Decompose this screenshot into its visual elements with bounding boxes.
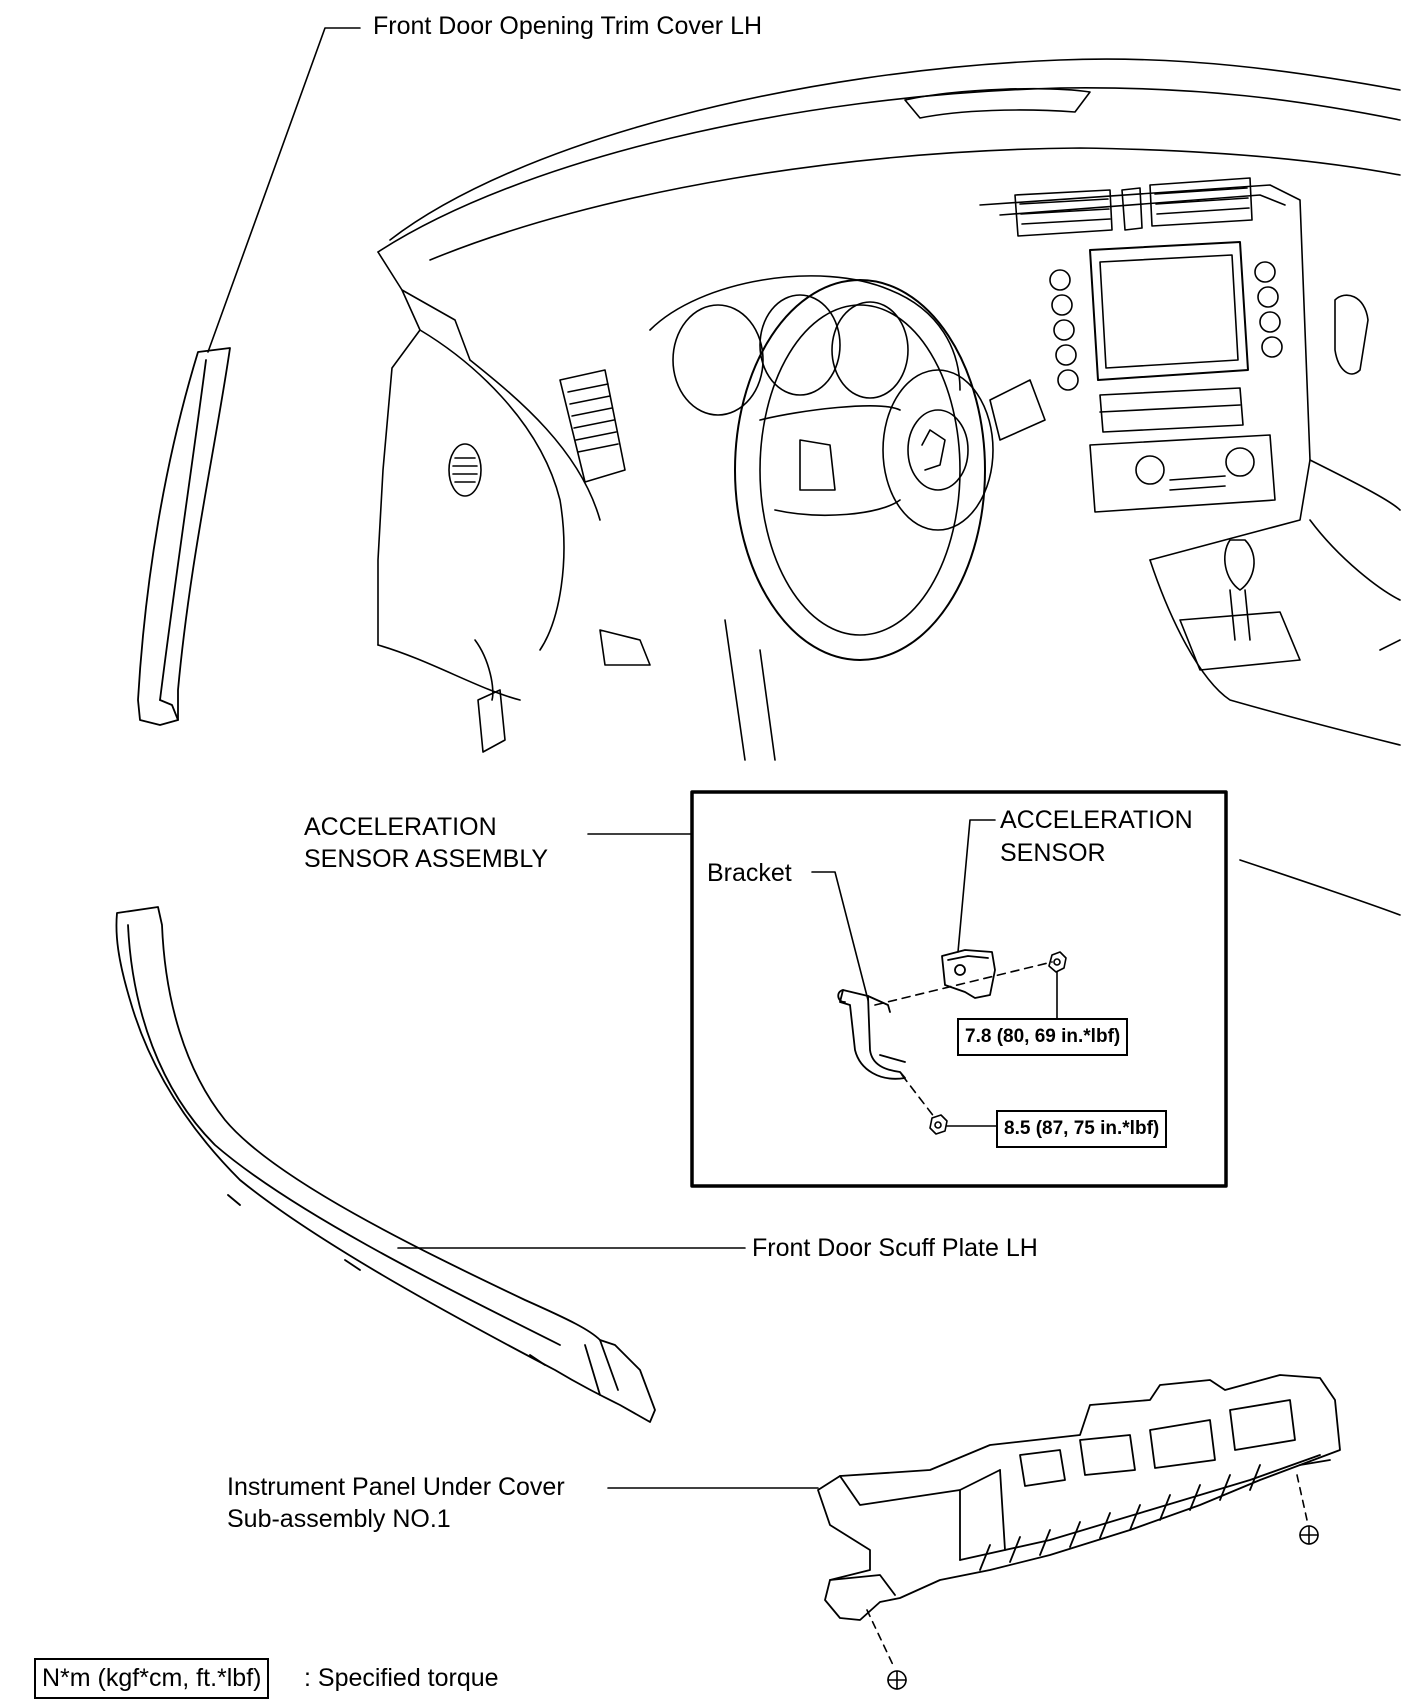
bracket-nut	[929, 1114, 948, 1135]
accel-assembly-label-line1: ACCELERATION	[304, 813, 497, 841]
scuff-plate-part	[115, 906, 656, 1423]
accel-assembly-label-line2: SENSOR ASSEMBLY	[304, 845, 549, 873]
sensor-nut	[1048, 951, 1067, 973]
bracket-leader	[811, 871, 869, 1001]
trim-cover-label: Front Door Opening Trim Cover LH	[373, 12, 763, 40]
trim-cover-leader	[207, 27, 361, 353]
under-cover-part	[817, 1374, 1341, 1621]
bracket-label: Bracket	[707, 859, 792, 887]
bracket-torque-box: 8.5 (87, 75 in.*lbf)	[996, 1110, 1168, 1148]
legend-unit-box: N*m (kgf*cm, ft.*lbf)	[34, 1658, 270, 1699]
dashboard-illustration	[377, 58, 1401, 916]
accel-sensor-label-line1: ACCELERATION	[1000, 806, 1193, 834]
sensor-dashed-line	[874, 961, 1053, 1006]
under-cover-bolts	[866, 1474, 1319, 1690]
under-cover-label-line1: Instrument Panel Under Cover	[227, 1473, 565, 1501]
sensor-part	[941, 949, 996, 999]
sensor-torque-box: 7.8 (80, 69 in.*lbf)	[957, 1018, 1129, 1056]
sensor-leader	[957, 819, 996, 953]
trim-cover-part	[137, 347, 231, 726]
under-cover-label-line2: Sub-assembly NO.1	[227, 1505, 451, 1533]
bracket-dashed-line	[901, 1074, 936, 1119]
scuff-plate-label: Front Door Scuff Plate LH	[752, 1234, 1038, 1262]
legend-description: : Specified torque	[304, 1664, 499, 1692]
accel-sensor-label-line2: SENSOR	[1000, 839, 1106, 867]
